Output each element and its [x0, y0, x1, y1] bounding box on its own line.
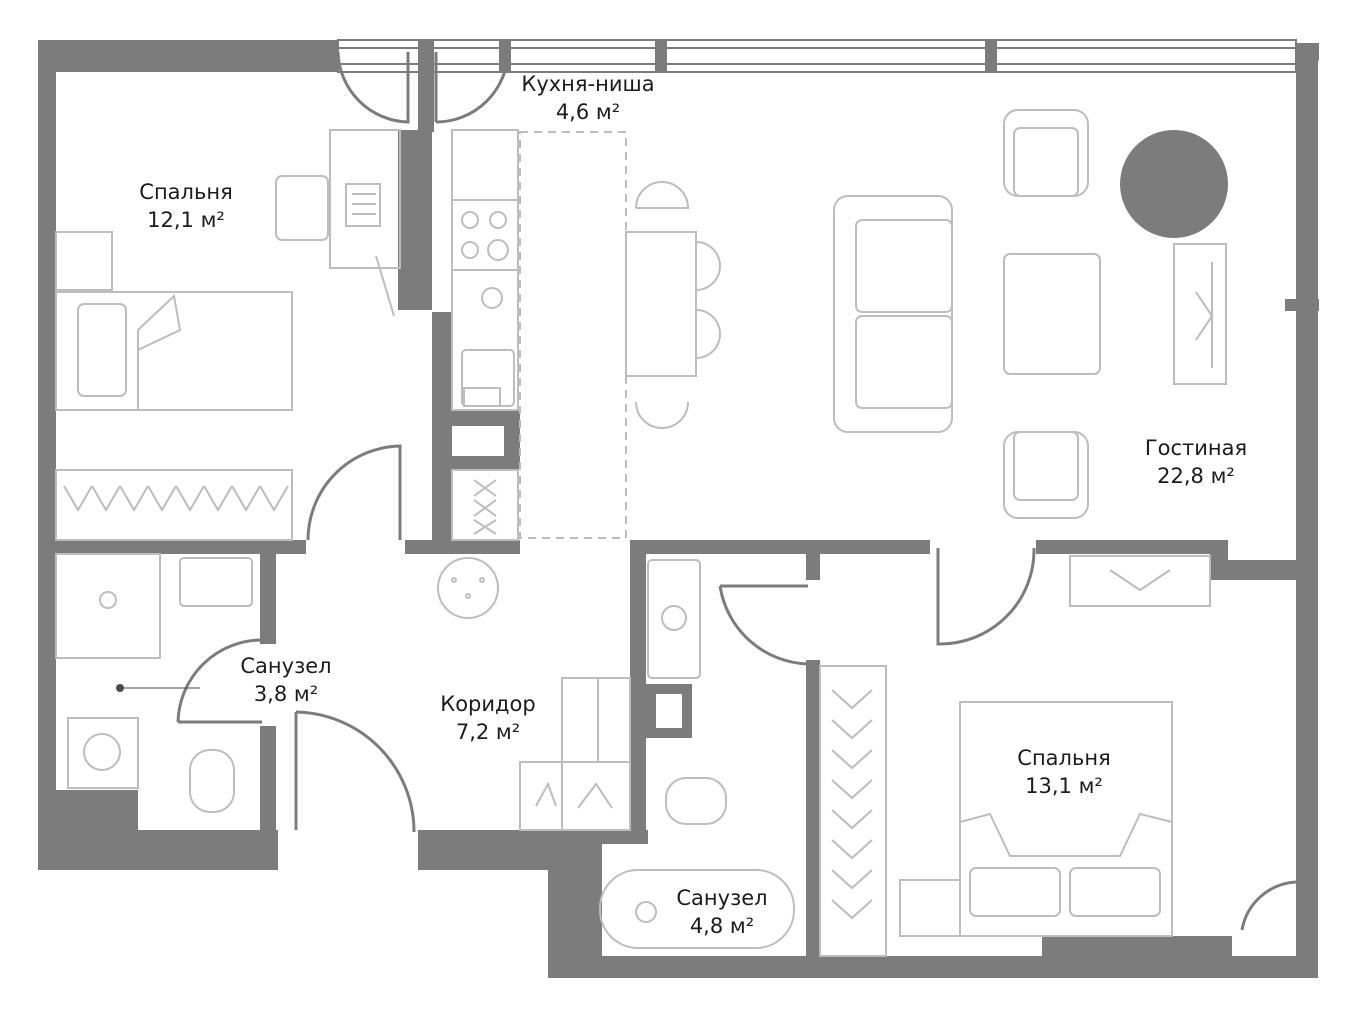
desk: [329, 129, 401, 269]
room-area: 12,1 м²: [147, 208, 225, 232]
bath1-leader: [116, 684, 200, 692]
wall-bottom-right: [548, 830, 602, 978]
dining-table: [625, 231, 697, 377]
fridge: [451, 469, 519, 541]
room-label-corridor: Коридор 7,2 м²: [440, 690, 535, 746]
room-label-bedroom-2: Спальня 13,1 м²: [1017, 744, 1110, 800]
wall-right-notch: [1226, 560, 1318, 580]
wall-top-left: [38, 40, 338, 72]
round-table: [1120, 130, 1228, 238]
toilet2: [665, 777, 727, 825]
wall-bed2-pillar: [1210, 540, 1228, 580]
wall-right: [1296, 44, 1318, 978]
desk-chair: [275, 175, 329, 241]
bed2-cabinet: [1069, 555, 1211, 607]
room-area: 13,1 м²: [1025, 774, 1103, 798]
armchair-bottom: [1003, 431, 1089, 519]
wall-bath1-step: [48, 790, 138, 830]
washing-machine: [67, 717, 139, 789]
door-balcony-left: [336, 51, 410, 124]
dresser: [899, 879, 961, 937]
door-bed2-balcony: [1240, 880, 1297, 931]
pouf: [437, 557, 499, 619]
door-bedroom2: [936, 547, 1036, 646]
washbasin1: [179, 557, 253, 607]
armchair-top: [1003, 109, 1089, 197]
room-label-bedroom-1: Спальня 12,1 м²: [139, 178, 232, 234]
wardrobe1: [55, 469, 293, 541]
shower: [55, 553, 161, 659]
wall-bath2-stub: [806, 554, 820, 580]
door-balcony-right: [435, 51, 510, 124]
room-label-bath-2: Санузел 4,8 м²: [676, 884, 767, 940]
nightstand: [55, 231, 113, 291]
room-area: 4,6 м²: [555, 100, 621, 124]
hall-wardrobe: [519, 761, 631, 831]
wall-bed1-bottom-b: [405, 540, 520, 554]
sofa: [833, 195, 953, 433]
room-area: 3,8 м²: [253, 682, 319, 706]
walls: [38, 40, 1318, 978]
doors: [176, 51, 1297, 931]
bed1: [55, 291, 293, 411]
typewriter: [345, 183, 381, 227]
tv-stand: [1173, 243, 1227, 385]
shoe-cabinet: [561, 677, 631, 763]
wall-bath2-top: [630, 540, 930, 554]
wall-bottom-mid: [418, 830, 548, 870]
coffee-table: [1003, 253, 1101, 375]
room-name: Санузел: [676, 886, 768, 910]
wall-bed2-top: [1036, 540, 1228, 554]
bathtub: [599, 869, 795, 949]
wall-bottom: [548, 956, 1318, 978]
window-top: [337, 39, 1297, 73]
wall-kitchen-column: [398, 130, 432, 310]
wall-bottom-left: [38, 830, 278, 870]
room-name: Санузел: [240, 654, 332, 678]
stove: [451, 199, 519, 271]
kitchen-zone: [519, 131, 627, 539]
room-name: Коридор: [440, 692, 536, 716]
shaft-1-inner: [452, 426, 504, 456]
room-name: Гостиная: [1144, 436, 1248, 460]
room-name: Кухня-ниша: [521, 72, 655, 96]
wardrobe2: [819, 665, 887, 957]
washbasin2: [647, 559, 701, 679]
wall-bath2-bottom: [548, 830, 648, 844]
furniture: [55, 109, 1227, 957]
room-name: Спальня: [139, 180, 233, 204]
room-name: Спальня: [1017, 746, 1111, 770]
door-bath1: [176, 638, 263, 723]
door-bath2: [718, 585, 809, 666]
room-area: 4,8 м²: [689, 914, 755, 938]
wall-left: [38, 40, 56, 870]
wall-bottom-bed: [1042, 936, 1232, 958]
room-label-living: Гостиная 22,8 м²: [1145, 434, 1247, 490]
door-bedroom1: [306, 444, 402, 541]
room-area: 7,2 м²: [455, 720, 521, 744]
wall-bed1-bottom-a: [56, 540, 306, 554]
bed2: [959, 701, 1173, 937]
wall-bath1-right-b: [260, 726, 276, 830]
door-entrance: [295, 710, 416, 833]
wall-kitchen-post: [418, 40, 434, 132]
shaft-2-inner: [656, 694, 682, 728]
wall-bath2-right: [806, 660, 820, 960]
room-area: 22,8 м²: [1157, 464, 1235, 488]
wall-corridor-right: [630, 540, 646, 830]
wall-bath1-right: [260, 554, 276, 644]
room-label-bath-1: Санузел 3,8 м²: [240, 652, 331, 708]
room-label-kitchen: Кухня-ниша 4,6 м²: [521, 70, 654, 126]
toilet1: [189, 749, 235, 813]
kitchen-sink: [461, 349, 515, 407]
